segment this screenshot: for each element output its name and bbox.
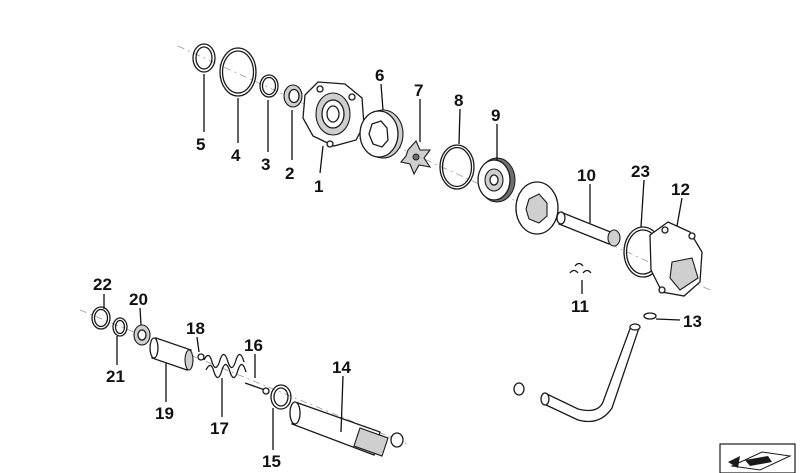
callout-15: 15	[262, 452, 281, 471]
callout-19: 19	[155, 404, 174, 423]
part-6-outer-rotor	[359, 109, 404, 159]
part-4-gasket-ring	[219, 47, 257, 97]
part-17-spring	[203, 353, 247, 379]
callout-3: 3	[261, 155, 270, 174]
part-16-pin	[244, 382, 270, 395]
arrow-icon	[728, 451, 792, 471]
part-15-o-ring	[270, 384, 292, 410]
corner-badge	[719, 443, 796, 473]
callout-6: 6	[375, 66, 384, 85]
part-13-o-ring	[643, 312, 657, 320]
callout-2: 2	[285, 164, 294, 183]
callout-14: 14	[332, 358, 351, 377]
callout-17: 17	[210, 419, 229, 438]
part-12-pump-cover	[649, 221, 703, 297]
callout-22: 22	[93, 275, 112, 294]
part-18-ball	[197, 353, 205, 361]
part-outer-rotor-2	[515, 181, 559, 235]
callout-12: 12	[671, 180, 690, 199]
callout-10: 10	[577, 166, 596, 185]
callout-18: 18	[186, 319, 205, 338]
part-14-valve-body	[289, 401, 404, 457]
part-10-shaft	[556, 211, 621, 247]
callout-7: 7	[414, 81, 423, 100]
part-5-o-ring	[192, 43, 216, 73]
part-8-o-ring	[439, 144, 475, 190]
callout-23: 23	[631, 162, 650, 181]
callout-13: 13	[683, 312, 702, 331]
part-7-inner-rotor	[399, 139, 432, 176]
part-11-retaining-clips	[569, 262, 592, 274]
part-3-o-ring	[259, 74, 279, 98]
part-20-washer	[133, 324, 151, 346]
callout-21: 21	[106, 367, 125, 386]
upper-axis-line	[177, 45, 711, 291]
part-9-drive-gear	[477, 157, 516, 203]
callout-16: 16	[244, 336, 263, 355]
callout-9: 9	[491, 106, 500, 125]
callout-5: 5	[196, 135, 205, 154]
part-19-sleeve	[149, 337, 194, 371]
leader-lines	[103, 74, 683, 450]
callout-4: 4	[231, 146, 241, 165]
callout-1: 1	[314, 177, 323, 196]
oil-pipe	[513, 323, 641, 423]
callout-11: 11	[571, 297, 589, 316]
part-21-o-ring	[112, 317, 128, 337]
part-1-pump-housing	[302, 81, 365, 148]
callout-8: 8	[454, 91, 463, 110]
part-22-o-ring	[91, 306, 111, 330]
part-2-shaft-seal	[283, 84, 303, 108]
callout-20: 20	[129, 290, 148, 309]
